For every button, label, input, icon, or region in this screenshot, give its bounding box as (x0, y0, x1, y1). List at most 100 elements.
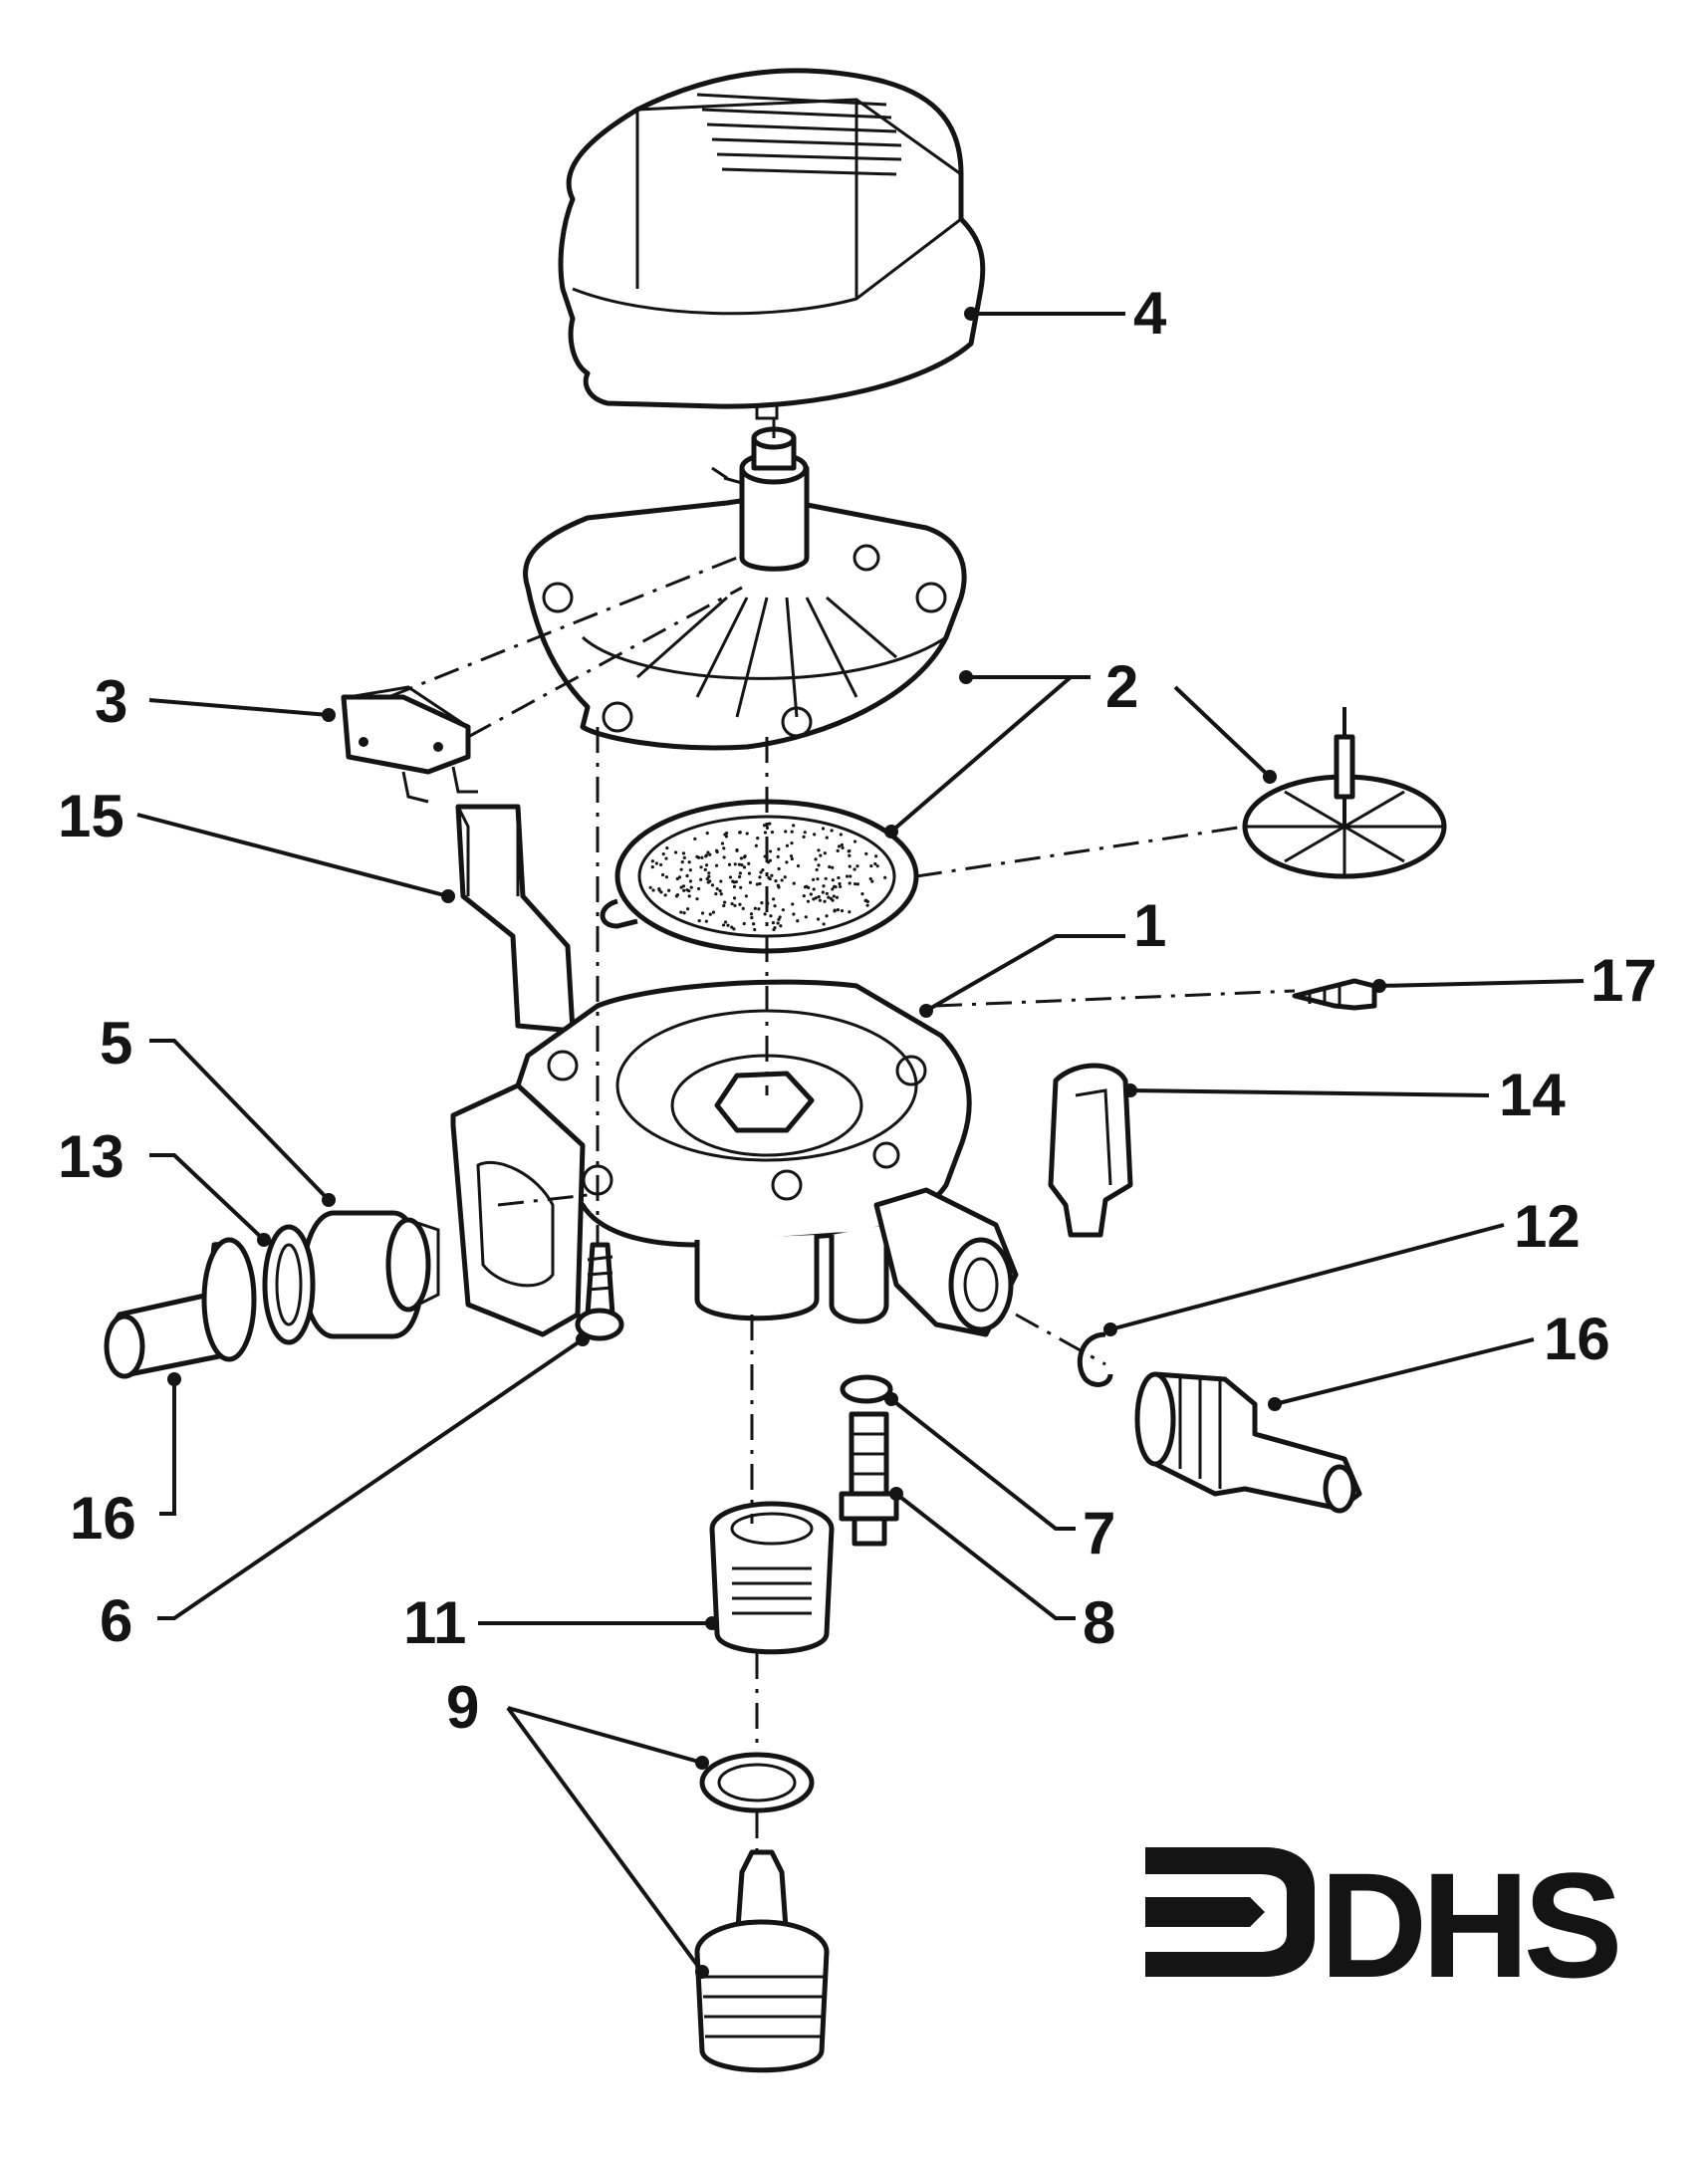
diaphragm-speckle (723, 833, 727, 837)
diaphragm-speckle (682, 911, 686, 915)
diaphragm-speckle (658, 862, 663, 867)
part-8-plug (839, 1411, 899, 1547)
diaphragm-speckle (838, 881, 842, 886)
diaphragm-speckle (664, 856, 668, 860)
diaphragm-speckle (789, 854, 794, 858)
diaphragm-speckle (802, 894, 806, 898)
diaphragm-speckle (774, 879, 778, 883)
diaphragm-speckle (728, 875, 733, 879)
diaphragm-speckle (700, 855, 704, 859)
diaphragm-speckle (740, 863, 744, 867)
callout-13: 13 (58, 1123, 124, 1190)
diaphragm-speckle (705, 877, 709, 881)
diaphragm-speckle (754, 843, 758, 847)
part-2-wheel (1242, 707, 1447, 879)
diaphragm-speckle (758, 881, 762, 886)
diaphragm-speckle (680, 860, 684, 864)
alignment-lines (387, 418, 1296, 1852)
diaphragm-speckle (721, 923, 726, 927)
diaphragm-speckle (827, 895, 831, 899)
diaphragm-speckle (848, 848, 852, 853)
diaphragm-speckle (805, 884, 809, 888)
diaphragm-speckle (733, 903, 737, 908)
diaphragm-speckle (783, 875, 787, 879)
diaphragm-speckle (681, 884, 686, 888)
diaphragm-speckle (706, 850, 710, 854)
diaphragm-speckle (705, 832, 709, 836)
diaphragm-speckle (760, 901, 764, 905)
diaphragm-speckle (777, 847, 781, 851)
diaphragm-speckle (682, 855, 686, 859)
diaphragm-speckle (812, 887, 816, 891)
diaphragm-speckle (790, 830, 794, 834)
diaphragm-speckle (686, 907, 690, 911)
diaphragm-speckle (693, 837, 697, 840)
diaphragm-speckle (660, 872, 665, 877)
diaphragm-speckle (707, 871, 711, 875)
diaphragm-speckle (719, 879, 723, 883)
diaphragm-speckle (848, 864, 852, 868)
diaphragm-speckle (829, 896, 833, 900)
diaphragm-speckle (776, 854, 780, 858)
diaphragm-speckle (768, 849, 773, 853)
diaphragm-speckle (661, 851, 665, 856)
diaphragm-speckle (759, 870, 763, 874)
leader-lines (136, 307, 1585, 1979)
part-17-pin (1292, 978, 1377, 1011)
diaphragm-speckle (714, 891, 718, 896)
diaphragm-speckle (687, 889, 691, 893)
callout-17: 17 (1590, 947, 1657, 1014)
diaphragm-speckle (762, 824, 767, 828)
diaphragm-speckle (765, 826, 770, 830)
diaphragm-speckle (806, 899, 811, 903)
diaphragm-speckle (704, 919, 708, 923)
diaphragm-speckle (776, 883, 780, 887)
diaphragm-speckle (695, 854, 699, 858)
callout-16-right: 16 (1544, 1306, 1610, 1372)
diaphragm-speckle (791, 902, 795, 906)
diaphragm-speckle (650, 859, 654, 863)
diaphragm-speckle (756, 837, 760, 840)
diaphragm-speckle (726, 923, 730, 927)
diaphragm-speckle (823, 851, 827, 855)
diaphragm-speckle (831, 865, 835, 869)
diaphragm-speckle (732, 884, 737, 888)
diaphragm-speckle (748, 880, 753, 884)
diaphragm-speckle (839, 884, 843, 889)
diaphragm-speckle (821, 890, 825, 894)
part-9-oring (699, 1752, 815, 1813)
diaphragm-speckle (883, 875, 887, 879)
diaphragm-speckle (839, 833, 843, 837)
diaphragm-speckle (838, 844, 842, 848)
diaphragm-speckle (768, 822, 772, 826)
diaphragm-speckle (657, 886, 661, 891)
diaphragm-speckle (722, 855, 726, 859)
diaphragm-speckle (828, 864, 832, 869)
diaphragm-speckle (868, 876, 872, 881)
diaphragm-speckle (849, 874, 853, 878)
diaphragm-speckle (812, 877, 816, 881)
diaphragm-speckle (768, 858, 773, 862)
diaphragm-speckle (667, 888, 671, 892)
diaphragm-speckle (747, 861, 751, 865)
callout-labels: 4 2 3 15 1 17 14 5 13 12 16 16 7 6 8 11 … (58, 280, 1657, 1741)
diaphragm-speckle (732, 880, 736, 884)
diaphragm-speckle (776, 921, 780, 925)
diaphragm-speckle (840, 909, 845, 913)
diaphragm-speckle (873, 861, 877, 866)
diaphragm-speckle (870, 879, 874, 883)
diaphragm-speckle (812, 833, 817, 837)
diaphragm-speckle (714, 848, 719, 852)
diaphragm-speckle (865, 903, 869, 907)
diaphragm-speckle (737, 862, 741, 866)
diaphragm-speckle (741, 906, 745, 911)
diaphragm-speckle (784, 830, 788, 834)
diaphragm-speckle (732, 927, 736, 931)
diaphragm-speckle (825, 891, 829, 895)
diaphragm-speckle (708, 912, 712, 916)
diaphragm-speckle (730, 901, 734, 906)
diaphragm-speckle (853, 867, 856, 871)
diaphragm-speckle (785, 843, 790, 847)
callout-12: 12 (1514, 1193, 1581, 1260)
diaphragm-speckle (688, 868, 692, 872)
